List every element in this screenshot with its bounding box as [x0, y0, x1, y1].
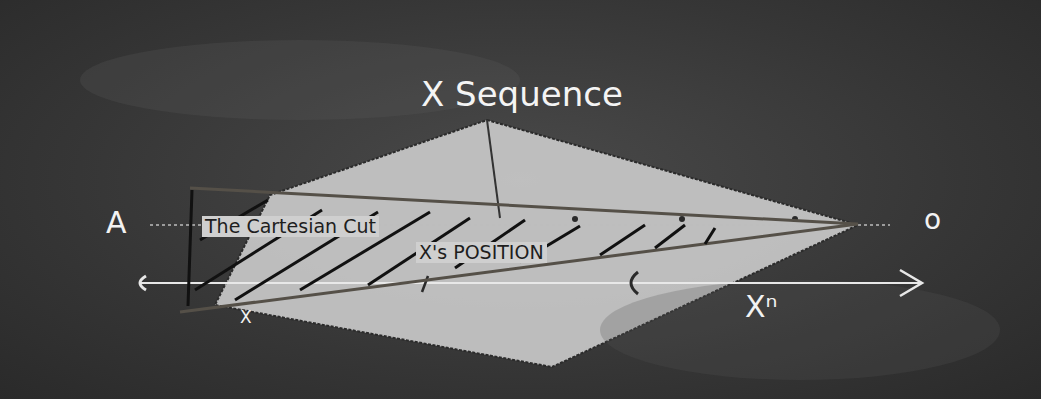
cut-edge: [188, 190, 192, 306]
region-label: The Cartesian Cut: [202, 216, 379, 237]
arrow-head: [900, 270, 922, 296]
ridge-line: [487, 120, 500, 218]
chalk-smudges: [80, 40, 1000, 380]
point-label: o: [924, 205, 941, 236]
kite-fill: [215, 120, 858, 367]
kite-shape: X SequenceThe Cartesian CutX's POSITION: [190, 120, 860, 370]
diagram-heading: X Sequence: [418, 76, 626, 113]
point-label: A: [106, 206, 127, 239]
region-label: X's POSITION: [416, 242, 547, 263]
axis-label: X: [240, 308, 252, 327]
axis-label: Xⁿ: [745, 290, 778, 323]
open-bracket: [140, 276, 146, 290]
